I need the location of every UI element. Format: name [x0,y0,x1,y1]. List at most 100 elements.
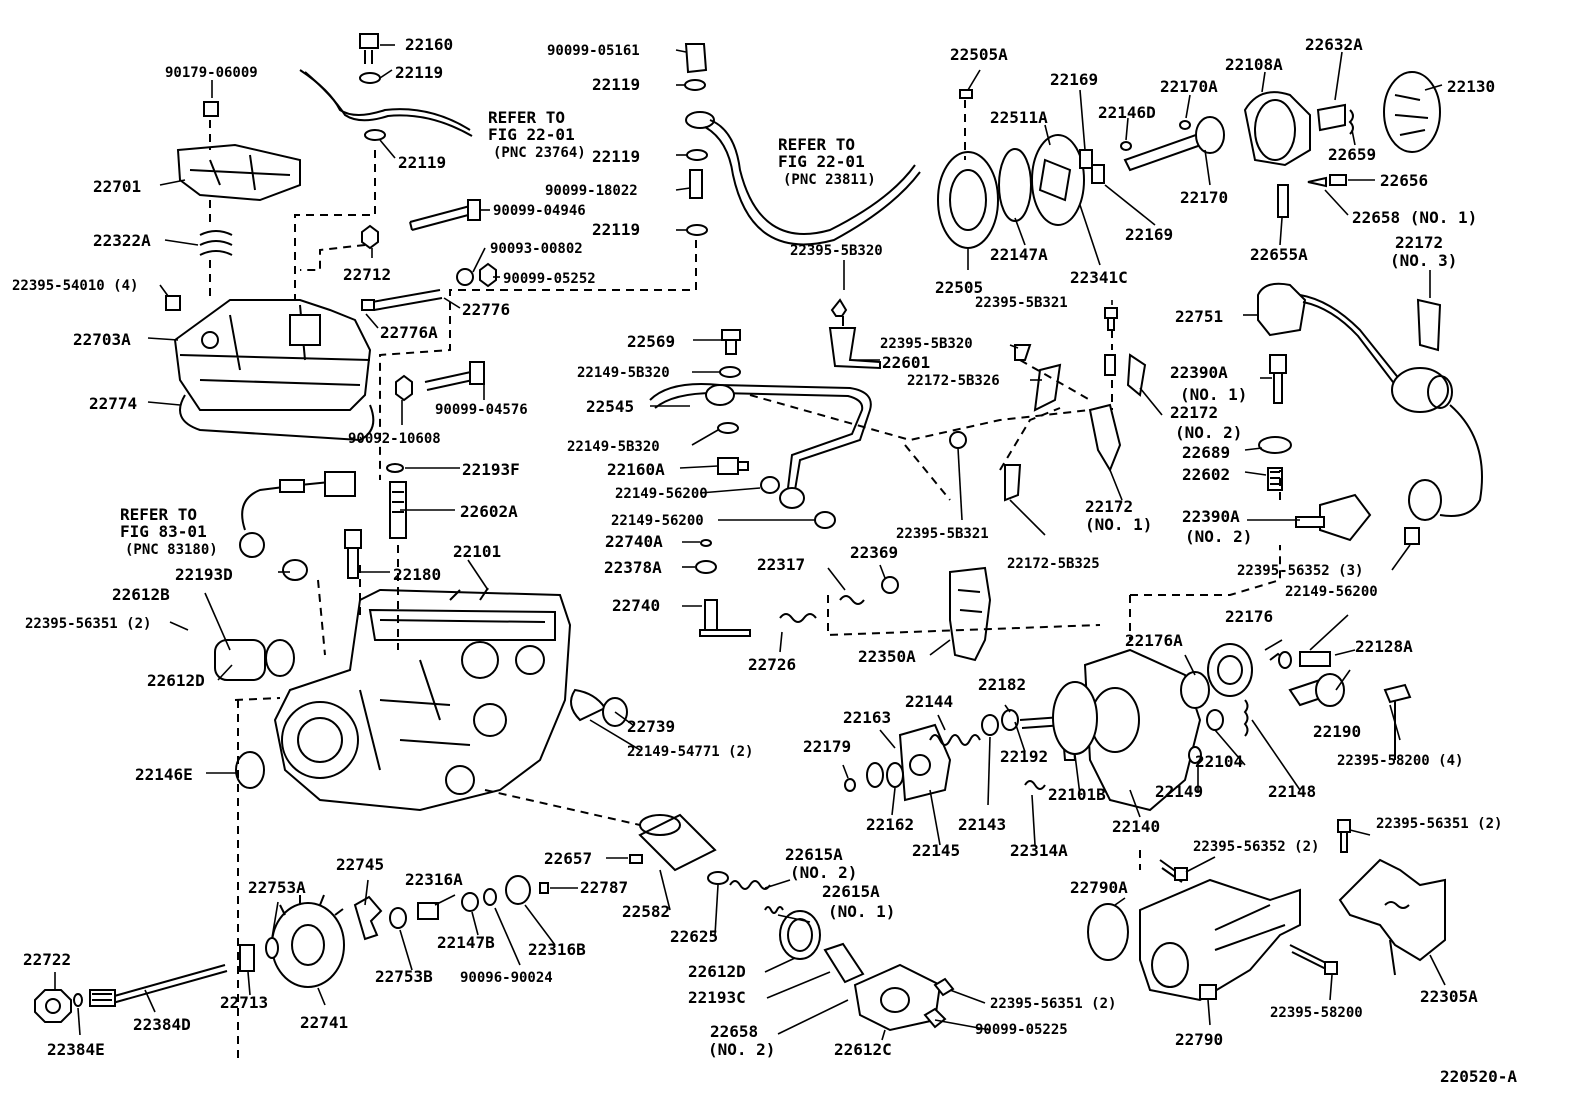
refer-note-line: FIG 83-01 [120,522,207,541]
part-label: 22149-5B320 [577,365,670,381]
part-label: 22172 [1395,233,1443,252]
part-label: 22612B [112,585,170,604]
part-label: 22656 [1380,171,1428,190]
part-label: 22395-5B320 [790,243,883,259]
part-label: 22658 (NO. 1) [1352,208,1477,227]
part-label: 22395-56351 (2) [25,616,151,632]
part-label: 22712 [343,265,391,284]
part-label: 22119 [592,75,640,94]
part-label: 22193D [175,565,233,584]
part-label: 22149 [1155,782,1203,801]
part-label: 22741 [300,1013,348,1032]
part-label: 22119 [395,63,443,82]
part-label: 22505A [950,45,1008,64]
part-label: 22146D [1098,103,1156,122]
part-label: 22602 [1182,465,1230,484]
part-label: 22545 [586,397,634,416]
part-label: 22395-56351 (2) [990,996,1116,1012]
part-label: 22740A [605,532,663,551]
refer-note-line: (PNC 23811) [783,172,876,188]
part-label: 22149-5B320 [567,439,660,455]
part-label: 22612D [147,671,205,690]
distributor-head [1019,643,1412,812]
part-label: 22378A [604,558,662,577]
part-label: 22119 [592,147,640,166]
part-label: 22395-5B321 [896,526,989,542]
refer-note-line: FIG 22-01 [488,125,575,144]
fuel-cut-solenoid [1257,282,1483,545]
part-label: 22350A [858,647,916,666]
part-label: 90092-10608 [348,431,441,447]
part-label: 22745 [336,855,384,874]
part-label: 22305A [1420,987,1478,1006]
refer-note-line: REFER TO [778,135,855,154]
part-label: 22160A [607,460,665,479]
part-label: 22314A [1010,841,1068,860]
part-label: 22316B [528,940,586,959]
part-label: 22176 [1225,607,1273,626]
part-label: (NO. 1) [1085,515,1152,534]
part-label: 22149-56200 [1285,584,1378,600]
part-label: 22101 [453,542,501,561]
part-label: 22395-5B320 [880,336,973,352]
part-label: 22190 [1313,722,1361,741]
part-label: 22505 [935,278,983,297]
fast-idle-parts [1087,819,1446,1002]
part-label: 22657 [544,849,592,868]
part-label: 22615A [822,882,880,901]
part-label: 22146E [135,765,193,784]
part-label: 22192 [1000,747,1048,766]
part-label: 22787 [580,878,628,897]
part-label: 22632A [1305,35,1363,54]
part-label: 22148 [1268,782,1316,801]
part-label: 22180 [393,565,441,584]
part-label: 22751 [1175,307,1223,326]
part-label: 22569 [627,332,675,351]
part-label: 22659 [1328,145,1376,164]
part-label: 22395-56352 (2) [1193,839,1319,855]
part-label: 22193C [688,988,746,1007]
part-label: 22615A [785,845,843,864]
part-label: 22753B [375,967,433,986]
part-label: (NO. 1) [828,902,895,921]
part-label: 22713 [220,993,268,1012]
part-label: 22149-56200 [615,486,708,502]
part-label: 22172-5B326 [907,373,1000,389]
plunger-components [844,709,1046,802]
part-label: 22176A [1125,631,1183,650]
part-label: 22726 [748,655,796,674]
part-label: 22149-54771 (2) [627,744,753,760]
assembly-dashed-lines [209,100,1281,1060]
part-label: 90096-90024 [460,970,553,986]
part-label: 90099-18022 [545,183,638,199]
part-label: 22722 [23,950,71,969]
part-label: 22145 [912,841,960,860]
overflow-pipes [299,33,921,246]
part-label: 22384D [133,1015,191,1034]
part-label: 22147A [990,245,1048,264]
lever-plates [949,307,1147,662]
part-label: 22163 [843,708,891,727]
part-label: 22384E [47,1040,105,1059]
part-label: 22511A [990,108,1048,127]
refer-note-line: (PNC 23764) [493,145,586,161]
part-label: 22790 [1175,1030,1223,1049]
part-label: 22395-58200 [1270,1005,1363,1021]
part-label: 22612C [834,1040,892,1059]
part-label: 22322A [93,231,151,250]
advance-timer-assembly [937,71,1441,249]
part-label: (NO. 2) [708,1040,775,1059]
part-label: 22612D [688,962,746,981]
part-label: 22172-5B325 [1007,556,1100,572]
part-label: 90099-05225 [975,1022,1068,1038]
part-label: 22193F [462,460,520,479]
part-label: 22149-56200 [611,513,704,529]
part-label: (NO. 3) [1390,251,1457,270]
part-label: 90093-00802 [490,241,583,257]
part-label: 90099-04946 [493,203,586,219]
part-label: (NO. 1) [1180,385,1247,404]
refer-note-line: REFER TO [120,505,197,524]
part-label: 22317 [757,555,805,574]
part-label: (NO. 2) [1175,423,1242,442]
refer-note-line: (PNC 83180) [125,542,218,558]
